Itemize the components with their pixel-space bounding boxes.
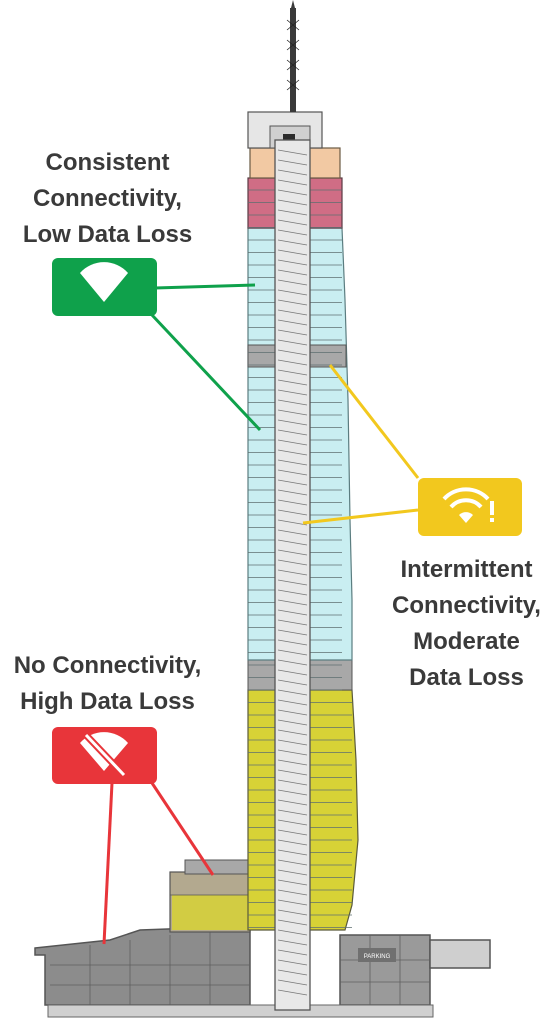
wifi-off-icon [80, 732, 128, 778]
none-callout-line [102, 782, 114, 945]
wifi-full-icon [80, 262, 128, 302]
label-line: No Connectivity, [13, 652, 202, 679]
floor-lines [248, 189, 352, 928]
callout-lines [102, 283, 420, 945]
good-connectivity-label: Consistent Connectivity, Low Data Loss [0, 145, 215, 253]
good-callout-line [154, 283, 256, 290]
none-callout-line [150, 782, 215, 876]
label-line: Connectivity, [33, 185, 182, 212]
lower-wing [169, 859, 251, 933]
good-status-badge [52, 258, 157, 316]
intermittent-connectivity-label: Intermittent Connectivity, Moderate Data… [378, 552, 555, 696]
elevator-core [274, 139, 311, 1011]
label-line: Connectivity, [392, 592, 541, 619]
podium-structure: PARKING [34, 925, 491, 1018]
label-line: Intermittent [400, 556, 533, 583]
no-connectivity-label: No Connectivity, High Data Loss [0, 648, 215, 720]
intermittent-callout-line [302, 508, 419, 525]
label-line: Moderate [413, 628, 520, 655]
intermittent-callout-line [328, 364, 420, 479]
wifi-warning-icon [442, 487, 494, 523]
label-line: High Data Loss [20, 688, 195, 715]
intermittent-status-badge [418, 478, 522, 536]
label-line: Low Data Loss [22, 221, 193, 248]
good-callout-line [150, 313, 262, 432]
label-line: Data Loss [409, 664, 524, 691]
none-status-badge [52, 727, 157, 784]
antenna-spire [286, 0, 300, 112]
parking-sign: PARKING [364, 954, 391, 960]
label-line: Consistent [45, 149, 170, 176]
